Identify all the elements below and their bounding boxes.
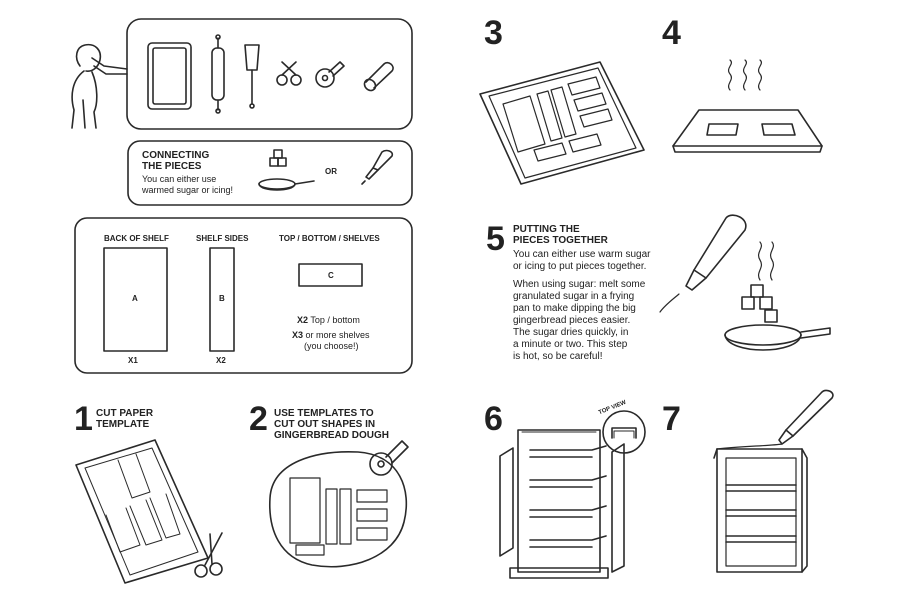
tools-panel-frame xyxy=(126,18,413,130)
frying-pan-icon xyxy=(258,178,315,191)
connecting-panel-frame xyxy=(127,140,413,206)
shelf-gluing-illustration xyxy=(713,389,834,573)
shelf-assembly-illustration xyxy=(499,410,646,579)
icing-bag-icon xyxy=(659,214,747,313)
step-1-number: 1 xyxy=(74,400,93,438)
step-5-para1-line2: or icing to put pieces together. xyxy=(513,261,647,272)
template-header-b: SHELF SIDES xyxy=(196,234,249,243)
step-1-title-line1: CUT PAPER xyxy=(96,408,154,419)
sugar-cubes-icon xyxy=(269,149,287,167)
step-2-title-line2: CUT OUT SHAPES IN xyxy=(274,419,376,430)
step-5-title-line2: PIECES TOGETHER xyxy=(513,235,608,246)
step-5-para2-line6: a minute or two. This step xyxy=(513,339,628,350)
step-4-number: 4 xyxy=(662,14,681,52)
template-count-c2-note: (you choose!) xyxy=(304,341,359,351)
templates-panel-frame xyxy=(74,217,413,374)
template-count-c2: X3 or more shelves xyxy=(292,330,370,340)
connecting-title-line1: CONNECTING xyxy=(142,150,210,161)
spatula-icon xyxy=(244,44,260,109)
template-c-shape xyxy=(298,263,363,287)
step-5-title-line1: PUTTING THE xyxy=(513,224,580,235)
steam-icon xyxy=(757,241,775,281)
step-5-para2-line5: The sugar dries quickly, in xyxy=(513,327,629,338)
connecting-desc-line2: warmed sugar or icing! xyxy=(142,185,234,195)
connecting-or-label: OR xyxy=(325,167,337,176)
template-letter-a: A xyxy=(132,294,138,303)
baking-tray-steam-illustration xyxy=(672,59,823,153)
template-letter-b: B xyxy=(219,294,225,303)
step-5-para2-line4: gingerbread pieces easier. xyxy=(513,315,631,326)
rolling-pin-icon xyxy=(211,34,225,114)
step-5-para2-line3: pan to make dipping the big xyxy=(513,303,636,314)
step-6-number: 6 xyxy=(484,400,503,438)
scissors-icon xyxy=(194,532,223,578)
step-1-title-line2: TEMPLATE xyxy=(96,419,150,430)
template-letter-c: C xyxy=(328,271,334,280)
template-count-b: X2 xyxy=(216,356,226,365)
template-a-shape xyxy=(103,247,168,352)
paper-template-illustration xyxy=(75,439,209,584)
connecting-title-line2: THE PIECES xyxy=(142,161,202,172)
step-5-para2-line7: is hot, so be careful! xyxy=(513,351,603,362)
dough-illustration xyxy=(269,440,409,568)
template-count-a: X1 xyxy=(128,356,138,365)
frying-pan-icon xyxy=(724,324,831,351)
template-b-shape xyxy=(209,247,235,352)
step-5-para1-line1: You can either use warm sugar xyxy=(513,249,651,260)
baking-tray-icon xyxy=(147,42,192,110)
step-5-para2-line2: granulated sugar in a frying xyxy=(513,291,635,302)
step-2-title-line1: USE TEMPLATES TO xyxy=(274,408,374,419)
template-header-c: TOP / BOTTOM / SHELVES xyxy=(279,234,380,243)
scissors-icon xyxy=(276,61,302,86)
person-figure-icon xyxy=(71,43,128,129)
step-2-number: 2 xyxy=(249,400,268,438)
template-count-c1: X2 Top / bottom xyxy=(297,315,360,325)
sugar-cubes-icon xyxy=(741,284,778,323)
tray-with-pieces-illustration xyxy=(479,61,645,185)
pizza-cutter-icon xyxy=(315,61,345,88)
template-header-a: BACK OF SHELF xyxy=(104,234,169,243)
step-5-para2-line1: When using sugar: melt some xyxy=(513,279,646,290)
step-5-number: 5 xyxy=(486,220,505,258)
step-3-number: 3 xyxy=(484,14,503,52)
step-7-number: 7 xyxy=(662,400,681,438)
parchment-roll-icon xyxy=(363,61,394,92)
step-2-title-line3: GINGERBREAD DOUGH xyxy=(274,430,390,441)
icing-bag-icon xyxy=(361,149,394,185)
connecting-desc-line1: You can either use xyxy=(142,174,217,184)
